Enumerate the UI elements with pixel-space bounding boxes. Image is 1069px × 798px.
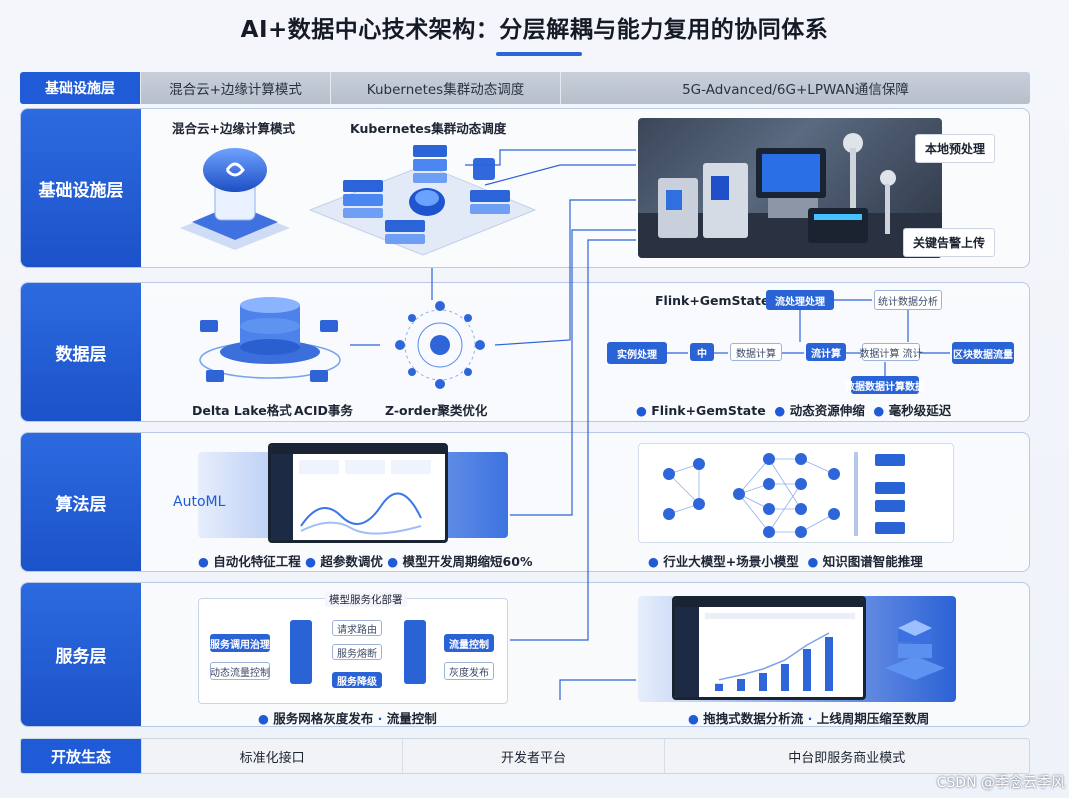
ecosystem-bar: 开放生态 标准化接口 开发者平台 中台即服务商业模式 xyxy=(20,738,1030,774)
k8s-caption: Kubernetes集群动态调度 xyxy=(350,121,507,136)
zorder-caption: Z-order聚类优化 xyxy=(385,403,488,418)
svc-mid2: 服务熔断 xyxy=(332,644,382,660)
svc-left-white: 动态流量控制 xyxy=(210,662,270,680)
tag-local-preprocess: 本地预处理 xyxy=(915,134,996,163)
cloud-caption: 混合云+边缘计算模式 xyxy=(172,121,295,136)
svc-mid1: 请求路由 xyxy=(332,620,382,636)
header-seg-cloud: 混合云+边缘计算模式 xyxy=(140,72,330,104)
header-label: 基础设施层 xyxy=(20,72,140,104)
dashboard-bar xyxy=(825,637,833,691)
title-underline xyxy=(496,52,582,56)
zorder-cluster-icon xyxy=(395,301,485,389)
automl-label: AutoML xyxy=(173,494,226,510)
svc-right-blue: 流量控制 xyxy=(444,634,494,652)
flow-node-b: 数据计算 xyxy=(730,343,782,361)
cloud-server-icon xyxy=(180,148,290,250)
flow-batch-box: 流处理处理 xyxy=(766,290,834,310)
svc-right-white: 灰度发布 xyxy=(444,662,494,680)
service-bullets-left: ● 服务网格灰度发布 · 流量控制 xyxy=(258,711,437,726)
dashboard-bar xyxy=(781,664,789,691)
dashboard-trend-line xyxy=(718,632,830,681)
dashboard-bar xyxy=(737,679,745,691)
neural-net-panel xyxy=(638,443,954,543)
analytics-dashboard xyxy=(672,596,866,700)
data-bullets: ● Flink+GemState ● 动态资源伸缩 ● 毫秒级延迟 xyxy=(636,403,952,418)
lake-caption-acid: ACID事务 xyxy=(294,403,353,418)
dashboard-bar xyxy=(803,649,811,691)
service-diagram-title: 模型服务化部署 xyxy=(325,592,407,607)
flow-realtime-box: 实例处理 xyxy=(607,342,667,364)
delta-lake-icon xyxy=(199,297,341,382)
algo-bullets-left: ● 自动化特征工程 ● 超参数调优 ● 模型开发周期缩短60% xyxy=(198,554,533,569)
dashboard-bar xyxy=(759,673,767,691)
dashboard-bar xyxy=(715,683,723,691)
algo-bullets-right: ● 行业大模型+场景小模型 ● 知识图谱智能推理 xyxy=(648,554,923,569)
svc-mid3: 服务降级 xyxy=(332,672,382,688)
watermark: CSDN @季念云季风 xyxy=(936,775,1065,791)
dashboard-bar-chart xyxy=(715,632,833,691)
infra-row-label: 基础设施层 xyxy=(21,109,141,267)
svc-bar-right xyxy=(404,620,426,684)
service-bullets-right: ● 拖拽式数据分析流 · 上线周期压缩至数周 xyxy=(688,711,930,726)
service-row-label: 服务层 xyxy=(21,583,141,726)
algo-row-label: 算法层 xyxy=(21,433,141,571)
lake-caption-format: Delta Lake格式 xyxy=(192,403,292,418)
flow-out-box: 区块数据流量 xyxy=(952,342,1014,364)
ecosystem-seg-api: 标准化接口 xyxy=(141,739,403,773)
ecosystem-seg-dev: 开发者平台 xyxy=(402,739,664,773)
flink-title: Flink+GemState xyxy=(655,293,770,308)
automl-dashboard xyxy=(268,443,448,543)
header-seg-network: 5G-Advanced/6G+LPWAN通信保障 xyxy=(560,72,1030,104)
data-row-label: 数据层 xyxy=(21,283,141,421)
flow-node-c: 流计算 xyxy=(806,343,846,361)
svc-bar-left xyxy=(290,620,312,684)
edge-devices-photo xyxy=(638,118,942,258)
flow-node-a: 中 xyxy=(690,343,714,361)
tag-alert-upload: 关键告警上传 xyxy=(903,228,996,257)
flow-side-bottom-box: 数据数据计算数据 xyxy=(845,376,925,394)
header-seg-k8s: Kubernetes集群动态调度 xyxy=(330,72,560,104)
svc-left-blue: 服务调用治理 xyxy=(210,634,270,652)
ecosystem-seg-platform: 中台即服务商业模式 xyxy=(663,739,1029,773)
infra-header-bar: 基础设施层 混合云+边缘计算模式 Kubernetes集群动态调度 5G-Adv… xyxy=(20,72,1030,104)
ecosystem-label: 开放生态 xyxy=(21,739,141,773)
k8s-cluster-icon xyxy=(308,145,537,256)
stack-cube-icon xyxy=(885,620,945,680)
flow-side-top-box: 统计数据分析 xyxy=(874,290,942,310)
flow-node-d: 数据计算 流计 xyxy=(859,343,923,361)
page-title: AI+数据中心技术架构：分层解耦与能力复用的协同体系 xyxy=(240,17,829,43)
